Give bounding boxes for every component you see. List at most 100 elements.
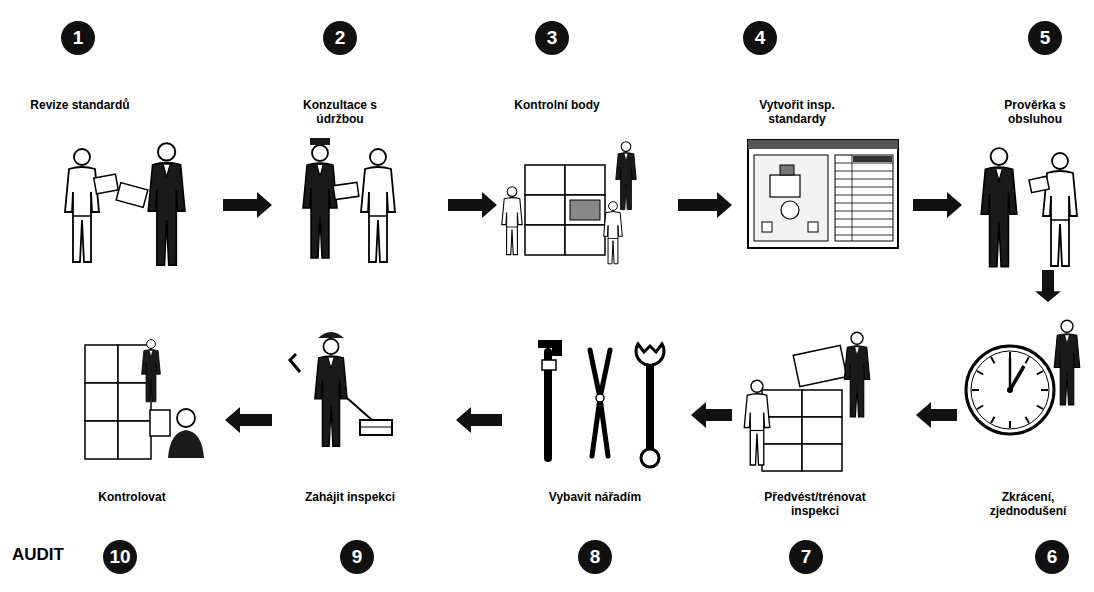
illustration-part (538, 340, 562, 356)
illustration-part (762, 222, 772, 232)
step-label: Předvést/trénovat inspekci (755, 490, 875, 518)
process-step: 7 Předvést/trénovat inspekci (735, 305, 913, 587)
step-number: 7 (789, 540, 823, 574)
illustration-part (1029, 176, 1049, 192)
illustration-part (318, 332, 344, 338)
illustration-part (565, 195, 605, 225)
illustration-part (85, 383, 118, 421)
illustration-part (991, 357, 995, 363)
illustration-part (542, 360, 556, 370)
illustration-part (85, 345, 118, 383)
illustration-part (636, 344, 664, 365)
step-label: Kontrolní body (502, 98, 612, 112)
people-checking (981, 148, 1077, 267)
illustration-part (1026, 357, 1030, 363)
illustration-part (1037, 406, 1043, 410)
flow-arrow (691, 402, 732, 428)
illustration-part (565, 225, 605, 255)
clock (966, 320, 1080, 434)
step-label: Prověrka s obsluhou (987, 98, 1083, 126)
audit-at-machine (85, 340, 204, 459)
worker-starting-inspection (290, 332, 392, 446)
process-step: 1Revize standardů (15, 5, 220, 267)
step-number: 1 (61, 21, 95, 55)
illustration-part (150, 410, 170, 436)
people-consulting (303, 138, 395, 262)
free-label: AUDIT (12, 545, 64, 565)
illustration-part (808, 222, 818, 232)
illustration-part (793, 345, 847, 386)
step-number: 2 (323, 21, 357, 55)
flow-arrow (456, 407, 502, 433)
flow-arrow (223, 192, 272, 218)
illustration-part (744, 380, 770, 465)
illustration-part (565, 165, 605, 195)
illustration-part (1043, 153, 1077, 266)
step-label: Vybavit nářadím (540, 490, 650, 504)
illustration-part (972, 389, 979, 391)
illustration-part (835, 155, 893, 241)
step-number: 3 (535, 21, 569, 55)
illustration-part (596, 394, 604, 402)
illustration-part (310, 138, 330, 145)
flow-arrow (916, 402, 957, 428)
illustration-part (966, 346, 1054, 434)
illustration-part (616, 142, 636, 210)
machine-with-people (502, 142, 636, 264)
illustration-part (360, 427, 392, 428)
illustration-part (1041, 389, 1048, 391)
step-number: 9 (340, 540, 374, 574)
illustration-part (802, 390, 842, 417)
step-number: 10 (103, 540, 137, 574)
illustration-part (85, 421, 118, 459)
illustration-part (1009, 352, 1011, 359)
illustration-part (148, 143, 185, 265)
flow-arrow (448, 192, 497, 218)
inspection-standard-screen (748, 140, 898, 248)
flow-arrow (1035, 270, 1061, 302)
illustration-part (971, 351, 1049, 429)
process-step: 9 Zahájit inspekci (275, 305, 453, 587)
illustration-part (641, 449, 659, 467)
illustration-part (502, 187, 522, 255)
process-step: 2Konzultace s údržbou (275, 5, 445, 267)
step-label: Zkrácení, zjednodušení (973, 490, 1083, 518)
illustration-part (525, 195, 565, 225)
illustration-part (347, 398, 372, 420)
illustration-part (525, 225, 565, 255)
step-label: Revize standardů (25, 98, 135, 112)
illustration-part (604, 202, 623, 264)
illustration-part (754, 155, 828, 241)
illustration-part (303, 145, 337, 258)
illustration-part (177, 409, 195, 427)
illustration-part (748, 140, 898, 248)
illustration-part (525, 165, 565, 195)
illustration-part (646, 362, 654, 452)
illustration-part (977, 406, 983, 410)
illustration-part (1037, 371, 1043, 375)
illustration-part (290, 354, 300, 372)
illustration-part (802, 444, 842, 471)
illustration-part (94, 174, 118, 194)
tools (538, 340, 664, 467)
illustration-part (981, 148, 1017, 267)
illustration-part (780, 165, 794, 175)
process-step: 5Prověrka s obsluhou (965, 5, 1087, 267)
illustration-part (570, 200, 600, 220)
illustration-part (65, 149, 99, 262)
flow-arrow (678, 192, 732, 218)
illustration-part (802, 417, 842, 444)
process-step: 6Zkrácení, zjednodušení (960, 305, 1088, 587)
illustration-part (1010, 366, 1024, 390)
illustration-part (781, 201, 799, 219)
step-label: Zahájit inspekci (295, 490, 405, 504)
step-number: 5 (1028, 21, 1062, 55)
illustration-part (116, 183, 148, 208)
illustration-part (991, 417, 995, 423)
illustration-part (168, 430, 204, 458)
illustration-part (1054, 320, 1080, 405)
step-label: Konzultace s údržbou (285, 98, 395, 126)
process-step: 3Kontrolní body (500, 5, 675, 267)
illustration-part (118, 421, 151, 459)
